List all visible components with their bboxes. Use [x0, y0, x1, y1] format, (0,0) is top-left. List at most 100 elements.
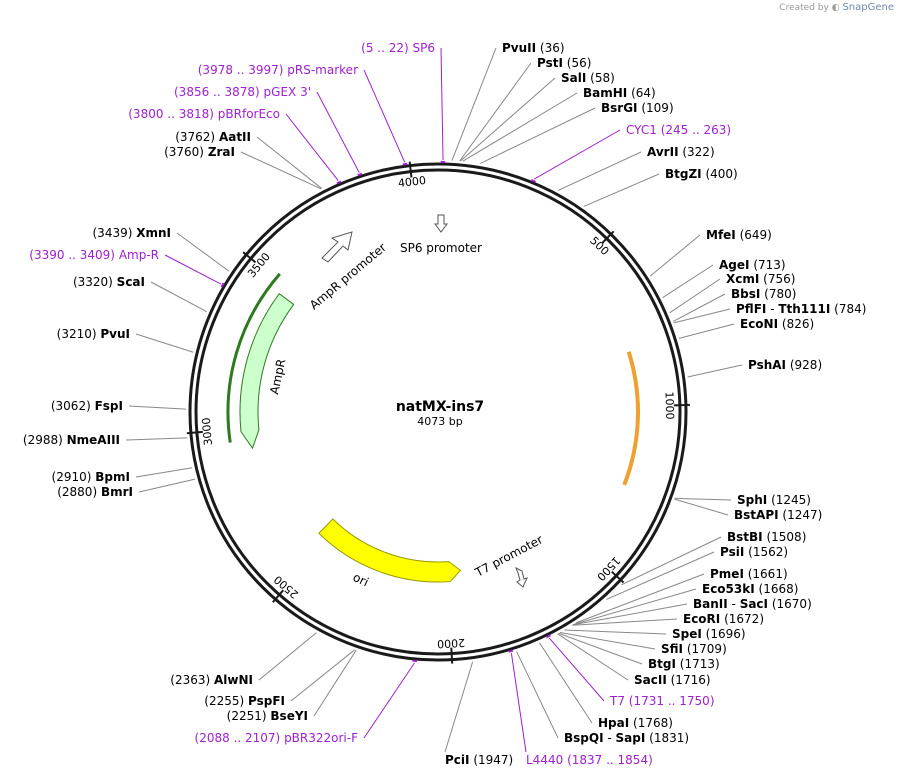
feature-name: pBRforEco	[218, 107, 280, 121]
site-label: L4440 (1837 .. 1854)	[526, 753, 653, 767]
site-label: SphI (1245)	[737, 493, 811, 507]
site-position: (928)	[790, 358, 822, 372]
snapgene-logo-icon: ◐	[831, 3, 840, 13]
site-label: PmeI (1661)	[710, 567, 788, 581]
site-label: (2255) PspFI	[204, 694, 285, 708]
enzyme-name: EcoRI	[683, 612, 720, 626]
leader-line	[557, 151, 642, 191]
tick-mark	[601, 230, 615, 244]
site-position: (1831)	[649, 731, 689, 745]
feature-name: pRS-marker	[287, 63, 358, 77]
feature-site-mark	[220, 282, 225, 288]
enzyme-name: BtgZI	[665, 167, 702, 181]
site-position: (2988)	[23, 433, 63, 447]
plasmid-length: 4073 bp	[417, 415, 462, 428]
tick-label: 4000	[397, 174, 426, 190]
feature-site-mark	[508, 649, 514, 653]
site-position: (245 .. 263)	[661, 123, 731, 137]
feature-name: pBR322ori-F	[284, 731, 358, 745]
enzyme-name: PstI	[537, 56, 563, 70]
site-label: EcoRI (1672)	[683, 612, 764, 626]
enzyme-name: BstAPI	[734, 508, 779, 522]
site-position: (1670)	[772, 597, 812, 611]
leader-line	[138, 478, 196, 493]
site-position: (56)	[567, 56, 592, 70]
leader-line	[621, 536, 722, 586]
enzyme-name: SphI	[737, 493, 767, 507]
site-label: XcmI (756)	[726, 272, 795, 286]
tick-label: 2000	[437, 636, 466, 651]
leader-line	[316, 91, 360, 173]
site-position: (58)	[590, 71, 615, 85]
site-label: (2251) BseYI	[227, 709, 308, 723]
leader-line	[674, 497, 732, 501]
tick-label: 3000	[200, 417, 215, 446]
leader-line	[285, 113, 339, 181]
site-position: (2251)	[227, 709, 267, 723]
site-position: (3800 .. 3818)	[128, 107, 214, 121]
ampr-label: AmpR	[267, 358, 288, 396]
enzyme-name: XmnI	[136, 226, 171, 240]
leader-line	[135, 333, 194, 353]
tick-label: 1000	[663, 391, 677, 419]
leader-line	[687, 364, 743, 378]
feature-name: T7	[609, 694, 625, 708]
backbone-outer	[188, 162, 688, 662]
site-label: HpaI (1768)	[598, 716, 673, 730]
feature-name: pGEX 3'	[264, 85, 311, 99]
enzyme-name: SacI	[740, 597, 768, 611]
enzyme-name: PsiI	[720, 545, 744, 559]
site-position: (3062)	[51, 399, 91, 413]
site-label: PflFI - Tth111I (784)	[736, 302, 866, 316]
enzyme-name: BseYI	[270, 709, 308, 723]
enzyme-name: AatII	[219, 130, 251, 144]
ampr-outer-arc	[226, 272, 281, 443]
enzyme-name: PspFI	[248, 694, 285, 708]
site-label: CYC1 (245 .. 263)	[626, 123, 731, 137]
site-position: (2088 .. 2107)	[195, 731, 281, 745]
enzyme-name: AlwNI	[214, 673, 253, 687]
sp6-promoter-label: SP6 promoter	[400, 241, 482, 255]
site-label: (3760) ZraI	[164, 145, 235, 159]
site-position: (36)	[540, 41, 565, 55]
enzyme-name: Tth111I	[778, 302, 830, 316]
enzyme-name: SfiI	[661, 642, 683, 656]
site-label: MfeI (649)	[706, 228, 772, 242]
ori-arrow	[318, 518, 462, 583]
feature-site-mark	[402, 162, 408, 166]
tick-label: 3500	[245, 250, 273, 280]
leader-line	[510, 653, 527, 753]
site-position: (3978 .. 3997)	[198, 63, 284, 77]
site-position: (1709)	[687, 642, 727, 656]
tick-mark	[242, 251, 257, 264]
enzyme-name: PvuI	[100, 327, 130, 341]
site-label: T7 (1731 .. 1750)	[609, 694, 715, 708]
site-position: (756)	[763, 272, 795, 286]
leader-line	[125, 437, 188, 441]
leader-line	[363, 69, 406, 163]
site-position: (1245)	[771, 493, 811, 507]
site-label: (2363) AlwNI	[170, 673, 253, 687]
ampr-promoter-label: AmpR promoter	[307, 240, 389, 312]
enzyme-name: BsrGI	[601, 101, 638, 115]
tick-mark	[408, 161, 413, 178]
enzyme-name: MfeI	[706, 228, 736, 242]
leader-line	[516, 651, 559, 739]
enzyme-name: HpaI	[598, 716, 629, 730]
leader-line	[674, 498, 729, 516]
credit-brand: SnapGene	[842, 2, 894, 13]
site-label: (3210) PvuI	[57, 327, 130, 341]
site-position: (3390 .. 3409)	[29, 248, 115, 262]
site-position: (3439)	[93, 226, 133, 240]
leader-line	[669, 278, 721, 314]
leader-line	[557, 633, 629, 681]
leader-line	[539, 642, 593, 724]
enzyme-name: BmrI	[101, 485, 133, 499]
site-label: PvuII (36)	[502, 41, 565, 55]
site-position: (3856 .. 3878)	[174, 85, 260, 99]
leader-line	[451, 47, 497, 161]
site-position: (1508)	[766, 530, 806, 544]
site-position: (3210)	[57, 327, 97, 341]
leader-line	[240, 151, 322, 190]
